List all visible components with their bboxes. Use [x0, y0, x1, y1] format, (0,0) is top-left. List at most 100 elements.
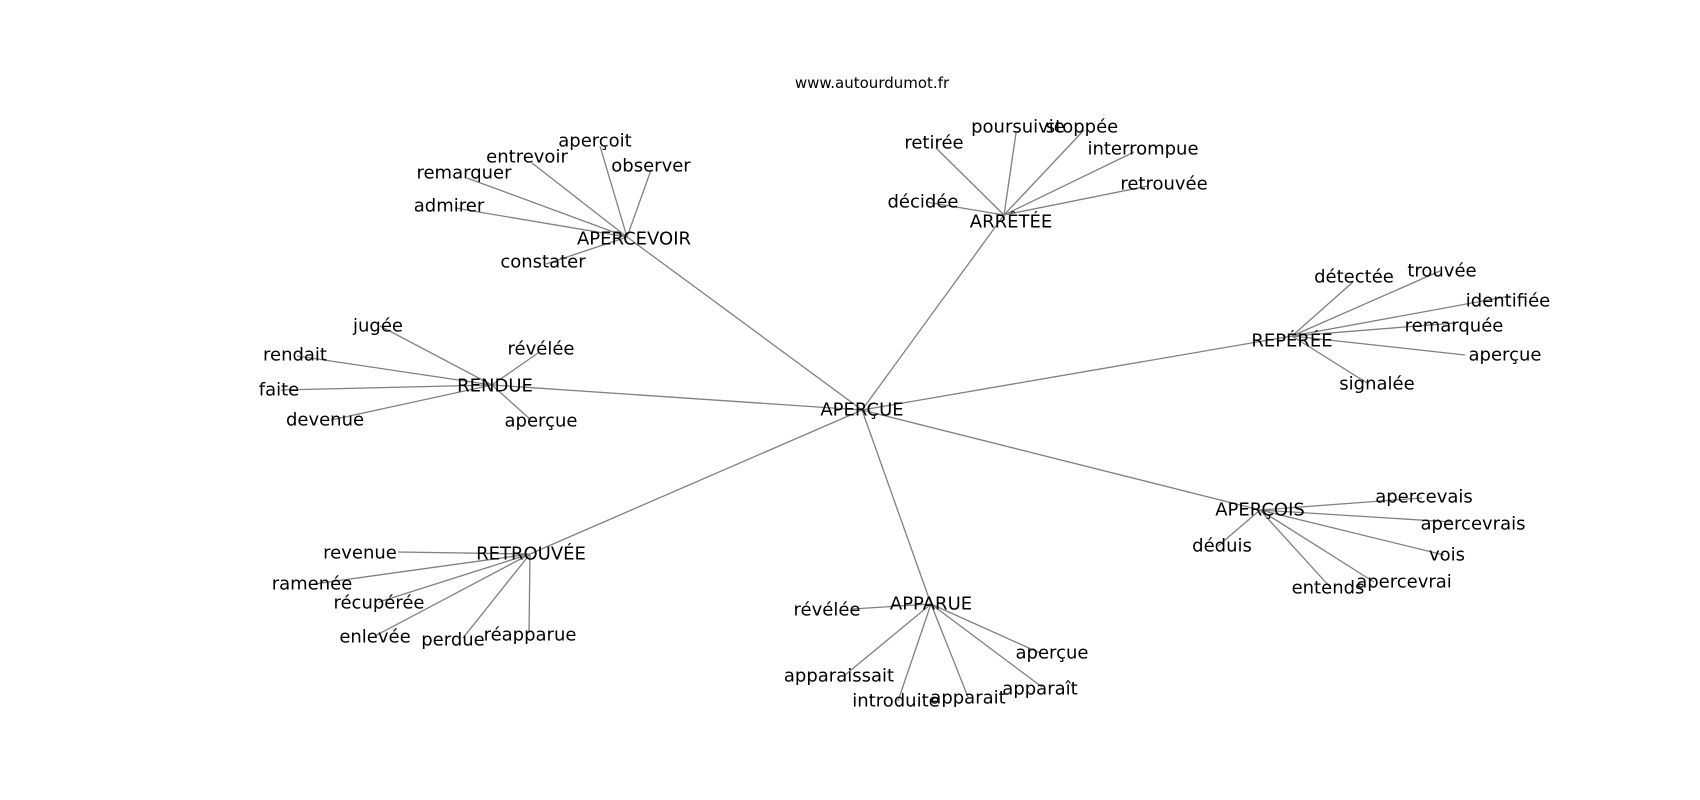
edge-hub-leaf	[545, 236, 628, 265]
edge-hub-leaf	[844, 603, 932, 676]
hub-word: APERCEVOIR	[577, 229, 691, 250]
edge-hub-leaf	[626, 169, 652, 238]
leaf-word: identifiée	[1466, 291, 1550, 312]
leaf-word: détectée	[1314, 267, 1394, 288]
edge-center-hub	[861, 409, 1261, 511]
leaf-word: introduite	[852, 691, 939, 712]
leaf-word: récupérée	[333, 593, 424, 614]
edge-hub-leaf	[1003, 132, 1017, 216]
leaf-word: retirée	[904, 133, 963, 154]
leaf-word: apparait	[930, 688, 1005, 709]
edge-hub-leaf	[296, 355, 493, 386]
edge-hub-leaf	[1259, 509, 1445, 556]
hub-word: REPÉRÉE	[1251, 330, 1332, 352]
leaf-word: perdue	[421, 630, 485, 651]
leaf-word: aperçue	[1469, 345, 1542, 366]
leaf-word: entends	[1292, 578, 1365, 599]
leaf-word: stoppée	[1046, 117, 1118, 138]
leaf-word: révélée	[794, 600, 861, 621]
edge-hub-leaf	[379, 325, 493, 386]
edge-hub-leaf	[1291, 281, 1354, 337]
edge-center-hub	[626, 236, 863, 411]
center-word: APERÇUE	[820, 400, 903, 421]
edge-hub-leaf	[1291, 322, 1456, 337]
edge-center-hub	[529, 409, 863, 555]
leaf-word: aperçoit	[558, 131, 632, 152]
edge-hub-leaf	[1003, 185, 1149, 216]
leaf-word: remarquée	[1405, 316, 1504, 337]
leaf-word: entrevoir	[486, 147, 568, 168]
edge-hub-leaf	[454, 207, 628, 238]
hub-word: APERÇOIS	[1215, 500, 1305, 521]
edge-hub-leaf	[397, 551, 531, 555]
edge-hub-leaf	[462, 553, 531, 639]
leaf-word: devenue	[286, 410, 364, 431]
leaf-word: ramenée	[272, 574, 353, 595]
edge-hub-leaf	[930, 603, 969, 698]
edge-hub-leaf	[1291, 335, 1466, 356]
edge-hub-leaf	[378, 553, 531, 603]
leaf-word: jugée	[352, 316, 403, 337]
edge-hub-leaf	[851, 603, 932, 610]
edge-hub-leaf	[313, 553, 531, 585]
edge-center-hub	[491, 384, 863, 411]
leaf-word: décidée	[888, 192, 959, 213]
edge-hub-leaf	[531, 162, 628, 238]
leaf-word: faite	[259, 380, 300, 401]
edge-hub-leaf	[374, 553, 531, 637]
edge-hub-leaf	[466, 177, 628, 238]
leaf-word: révélée	[508, 339, 575, 360]
edge-hub-leaf	[1291, 335, 1368, 384]
leaf-word: aperçue	[1016, 643, 1089, 664]
edge-hub-leaf	[1217, 509, 1261, 547]
edge-hub-leaf	[925, 201, 1005, 216]
edge-hub-leaf	[491, 352, 539, 386]
leaf-word: observer	[611, 156, 691, 177]
leaf-word: enlevée	[339, 627, 410, 648]
leaf-word: admirer	[414, 196, 485, 217]
site-watermark: www.autourdumot.fr	[795, 74, 950, 92]
edge-hub-leaf	[1259, 509, 1331, 588]
hub-word: ARRÊTÉE	[970, 211, 1052, 233]
leaf-word: remarquer	[416, 163, 512, 184]
leaf-word: apparaît	[1002, 679, 1077, 700]
leaf-word: poursuivie	[971, 117, 1065, 138]
leaf-word: retrouvée	[1120, 174, 1207, 195]
leaf-word: constater	[500, 252, 586, 273]
leaf-word: déduis	[1192, 536, 1252, 557]
hub-word: RENDUE	[457, 376, 533, 397]
edge-hub-leaf	[1259, 509, 1453, 523]
leaf-word: revenue	[323, 543, 397, 564]
edge-hub-leaf	[935, 147, 1005, 216]
edge-hub-leaf	[528, 553, 531, 634]
edge-hub-leaf	[1291, 295, 1511, 337]
edge-hub-leaf	[1003, 129, 1085, 216]
edge-hub-leaf	[599, 145, 628, 238]
leaf-word: apparaissait	[784, 666, 894, 687]
leaf-word: réapparue	[484, 625, 577, 646]
edge-hub-leaf	[491, 384, 532, 421]
edge-hub-leaf	[1003, 151, 1135, 216]
edge-center-hub	[861, 409, 932, 605]
edge-hub-leaf	[1291, 270, 1441, 337]
leaf-word: interrompue	[1087, 139, 1198, 160]
edge-hub-leaf	[897, 603, 932, 702]
edge-hub-leaf	[1259, 497, 1423, 511]
leaf-word: vois	[1429, 545, 1465, 566]
hub-word: RETROUVÉE	[476, 543, 586, 565]
edge-hub-leaf	[330, 384, 493, 421]
leaf-word: aperçue	[505, 411, 578, 432]
edge-center-hub	[861, 335, 1293, 411]
edge-hub-leaf	[280, 384, 493, 391]
hub-word: APPARUE	[890, 594, 972, 615]
edge-hub-leaf	[930, 603, 1041, 654]
leaf-word: apercevrais	[1421, 514, 1526, 535]
edge-layer	[280, 129, 1511, 702]
leaf-word: apercevrai	[1356, 572, 1452, 593]
leaf-word: trouvée	[1407, 261, 1476, 282]
edge-hub-leaf	[930, 603, 1043, 688]
edge-hub-leaf	[1259, 509, 1375, 583]
edge-center-hub	[861, 214, 1005, 411]
